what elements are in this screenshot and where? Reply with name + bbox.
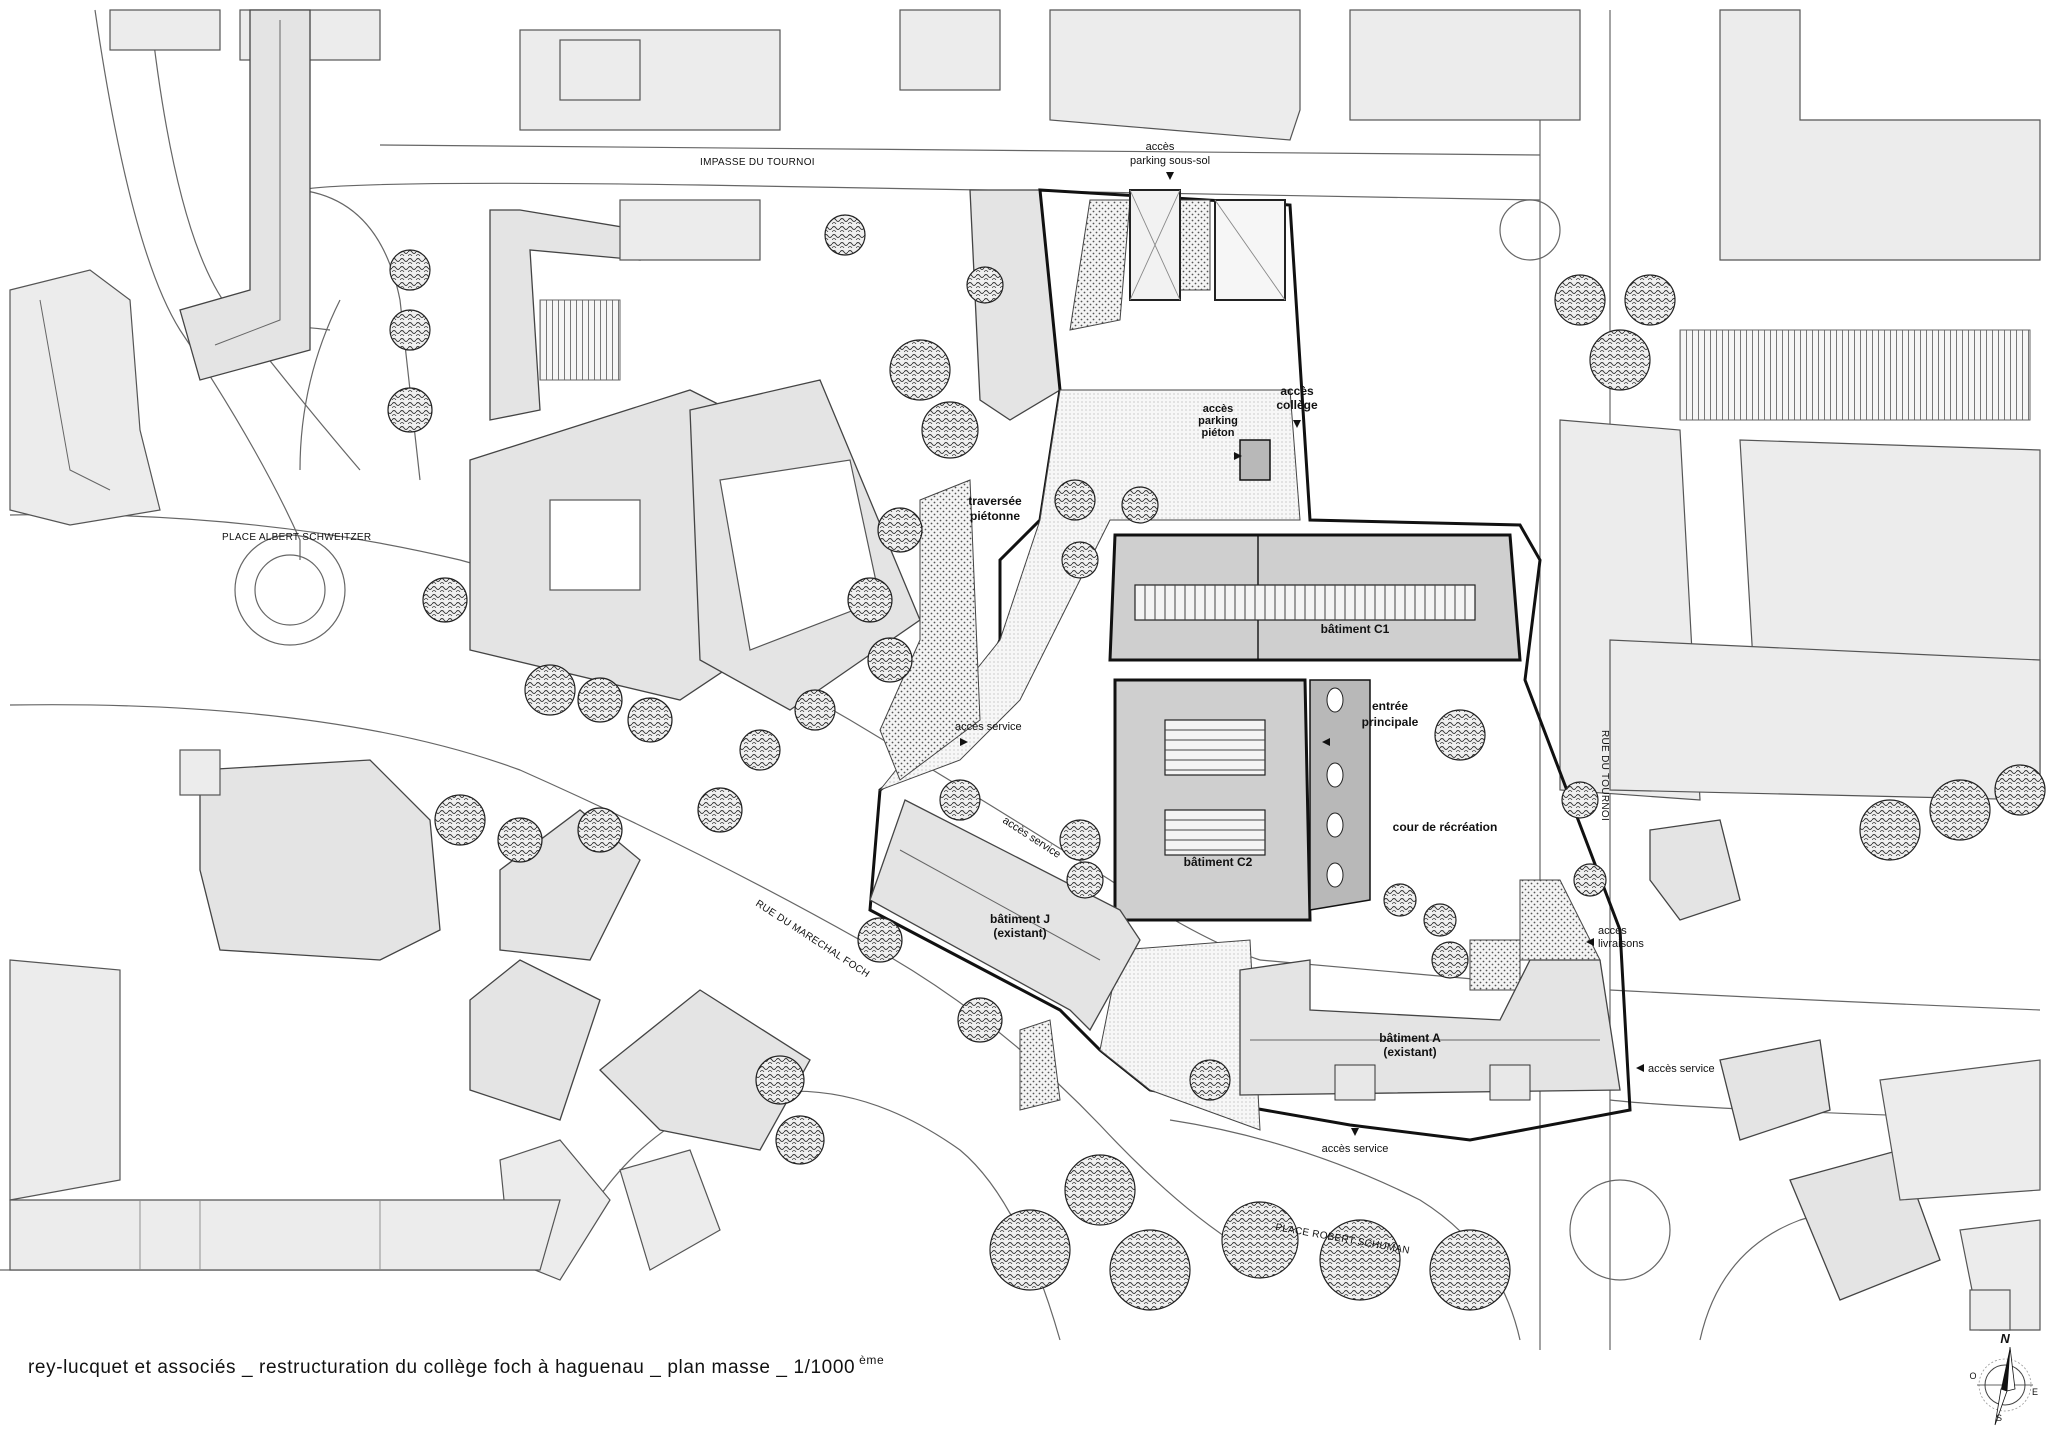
arrow-right-icon	[960, 738, 968, 746]
caption-text: rey-lucquet et associés _ restructuratio…	[28, 1357, 855, 1378]
label-traversee: traversée	[968, 494, 1022, 508]
compass-icon: N O E S	[1969, 1331, 2038, 1426]
compass-n: N	[2000, 1331, 2010, 1346]
street-place-albert-schweitzer: PLACE ALBERT SCHWEITZER	[222, 532, 371, 543]
parking-stripes	[539, 299, 2031, 421]
street-rue-du-tournoi: RUE DU TOURNOI	[1599, 730, 1610, 821]
street-impasse-du-tournoi: IMPASSE DU TOURNOI	[700, 157, 815, 168]
context-buildings	[9, 9, 2041, 1331]
label-parking-sous-sol: parking sous-sol	[1130, 155, 1210, 167]
compass-e: E	[2032, 1387, 2038, 1397]
label-acces-parking-pieton-2: parking	[1198, 415, 1238, 427]
street-rue-du-marechal-foch: RUE DU MARECHAL FOCH	[753, 898, 871, 980]
caption-superscript: ème	[859, 1353, 884, 1367]
label-batiment-a: bâtiment A	[1379, 1031, 1441, 1045]
arrow-left-icon	[1586, 938, 1594, 946]
trees	[387, 214, 2046, 1311]
label-acces-service-1: accès service	[955, 721, 1022, 733]
label-batiment-j: bâtiment J	[990, 912, 1050, 926]
label-acces-parking: accès	[1146, 141, 1175, 153]
label-entree: entrée	[1372, 699, 1408, 713]
compass-s: S	[1996, 1413, 2002, 1423]
label-acces-livraisons-2: livraisons	[1598, 938, 1644, 950]
label-acces-parking-pieton-1: accès	[1203, 403, 1234, 415]
compass-o: O	[1969, 1371, 1976, 1381]
label-acces-college-1: accès	[1280, 384, 1314, 398]
label-acces-parking-pieton-3: piéton	[1202, 427, 1235, 439]
label-principale: principale	[1362, 715, 1419, 729]
label-acces-college-2: collège	[1276, 398, 1318, 412]
arrow-left-icon	[1322, 738, 1330, 746]
label-batiment-c1: bâtiment C1	[1321, 622, 1390, 636]
label-pietonne: piétonne	[970, 509, 1020, 523]
plan-caption: rey-lucquet et associés _ restructuratio…	[28, 1353, 884, 1378]
stair-hatch-c1	[1144, 585, 1466, 620]
arrow-left-icon	[1636, 1064, 1644, 1072]
stair-hatch-c2	[1165, 729, 1265, 851]
label-cour-de-recreation: cour de récréation	[1393, 820, 1498, 834]
label-acces-service-2: accès service	[1648, 1063, 1715, 1075]
arrow-down-icon	[1293, 420, 1301, 428]
arrow-down-icon	[1166, 172, 1174, 180]
arrow-down-icon	[1351, 1128, 1359, 1136]
label-acces-livraisons-1: accès	[1598, 925, 1627, 937]
label-batiment-a-existant: (existant)	[1383, 1045, 1436, 1059]
label-acces-service-3: accès service	[1322, 1143, 1389, 1155]
columns	[1326, 687, 1344, 888]
arrow-right-icon	[1234, 452, 1242, 460]
label-batiment-c2: bâtiment C2	[1184, 855, 1253, 869]
label-batiment-j-existant: (existant)	[993, 926, 1046, 940]
